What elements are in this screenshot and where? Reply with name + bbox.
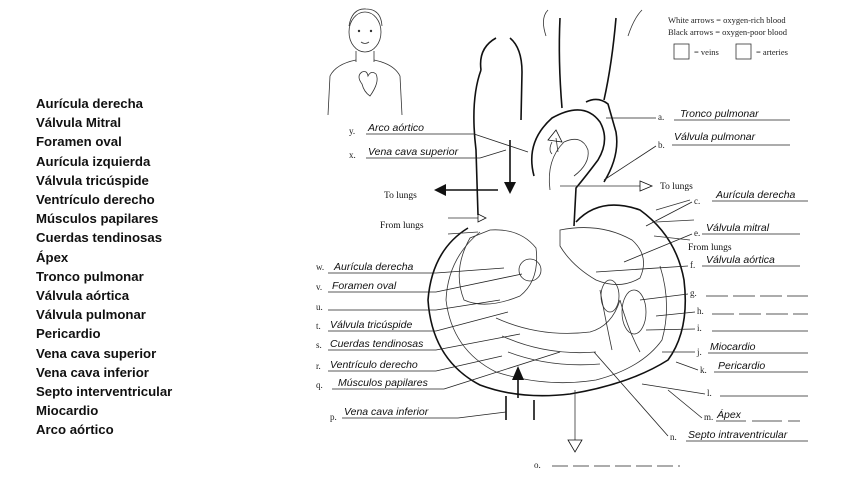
word-bank-item: Cuerdas tendinosas (36, 230, 163, 246)
blood-flow-arrows (434, 129, 695, 453)
answer-j: Miocardio (710, 341, 756, 353)
word-bank-item: Válvula pulmonar (36, 307, 146, 323)
heart-illustration (427, 9, 687, 420)
word-bank-item: Miocardio (36, 403, 99, 419)
left-labels: y. Arco aórtico x. Vena cava superior w.… (316, 122, 561, 422)
letter-c: c. (694, 196, 700, 206)
answer-q: Músculos papilares (338, 377, 429, 389)
person-figure-icon (327, 8, 403, 116)
answer-t: Válvula tricúspide (330, 319, 412, 331)
word-bank-item: Ápex (36, 249, 69, 265)
answer-s: Cuerdas tendinosas (330, 338, 424, 350)
answer-v: Foramen oval (332, 280, 397, 292)
letter-y: y. (349, 126, 355, 136)
word-bank-item: Tronco pulmonar (36, 268, 144, 284)
letter-i: i. (697, 323, 702, 333)
to-lungs-label-right: To lungs (660, 182, 693, 192)
to-lungs-label-left: To lungs (384, 191, 417, 201)
flow-labels: To lungs From lungs To lungs From lungs (380, 182, 732, 253)
letter-v: v. (316, 282, 322, 292)
word-bank-item: Aurícula izquierda (36, 153, 151, 169)
letter-q: q. (316, 380, 323, 390)
legend: White arrows = oxygen-rich blood Black a… (668, 15, 788, 60)
legend-black-arrows: Black arrows = oxygen-poor blood (668, 27, 788, 37)
answer-k: Pericardio (718, 360, 765, 372)
letter-w: w. (316, 262, 324, 272)
right-labels: a. Tronco pulmonar b. Válvula pulmonar c… (534, 108, 808, 470)
answer-c: Aurícula derecha (715, 189, 796, 201)
answer-r: Ventrículo derecho (330, 359, 418, 371)
letter-x: x. (349, 150, 356, 160)
answer-m: Ápex (716, 408, 742, 421)
answer-b: Válvula pulmonar (674, 131, 756, 143)
letter-l: l. (707, 388, 712, 398)
letter-r: r. (316, 361, 321, 371)
word-bank-list: Aurícula derecha Válvula Mitral Foramen … (36, 94, 172, 440)
legend-arteries: = arteries (756, 47, 788, 57)
answer-e: Válvula mitral (706, 222, 770, 234)
letter-m: m. (704, 412, 713, 422)
answer-n: Septo intraventricular (688, 429, 788, 441)
legend-white-arrows: White arrows = oxygen-rich blood (668, 15, 786, 25)
letter-k: k. (700, 365, 707, 375)
word-bank-item: Válvula Mitral (36, 115, 122, 131)
letter-j: j. (696, 347, 702, 357)
letter-t: t. (316, 321, 321, 331)
word-bank-item: Foramen oval (36, 134, 122, 150)
legend-veins-swatch (673, 43, 690, 60)
letter-b: b. (658, 140, 665, 150)
word-bank-item: Ventrículo derecho (36, 192, 155, 208)
letter-f: f. (690, 260, 695, 270)
letter-u: u. (316, 302, 323, 312)
answer-f: Válvula aórtica (706, 254, 775, 266)
from-lungs-label-left: From lungs (380, 221, 424, 231)
word-bank-item: Pericardio (36, 326, 101, 342)
word-bank-item: Vena cava inferior (36, 364, 149, 380)
word-bank-item: Vena cava superior (36, 345, 157, 361)
answer-p: Vena cava inferior (344, 406, 429, 418)
word-bank-item: Músculos papilares (36, 211, 159, 227)
word-bank-item: Válvula aórtica (36, 288, 130, 304)
answer-x: Vena cava superior (368, 146, 459, 158)
answer-a: Tronco pulmonar (680, 108, 759, 120)
word-bank-item: Válvula tricúspide (36, 172, 149, 188)
letter-n: n. (670, 432, 677, 442)
letter-p: p. (330, 412, 337, 422)
letter-a: a. (658, 112, 664, 122)
letter-g: g. (690, 288, 697, 298)
answer-y: Arco aórtico (367, 122, 424, 134)
answer-w: Aurícula derecha (333, 261, 414, 273)
letter-e: e. (694, 228, 700, 238)
legend-arteries-swatch (735, 43, 752, 60)
letter-h: h. (697, 306, 704, 316)
word-bank-item: Arco aórtico (36, 422, 114, 438)
letter-s: s. (316, 340, 322, 350)
legend-veins: = veins (694, 47, 719, 57)
word-bank-item: Septo interventricular (36, 384, 173, 400)
from-lungs-label-right: From lungs (688, 243, 732, 253)
letter-o: o. (534, 460, 541, 470)
word-bank-item: Aurícula derecha (36, 96, 144, 111)
